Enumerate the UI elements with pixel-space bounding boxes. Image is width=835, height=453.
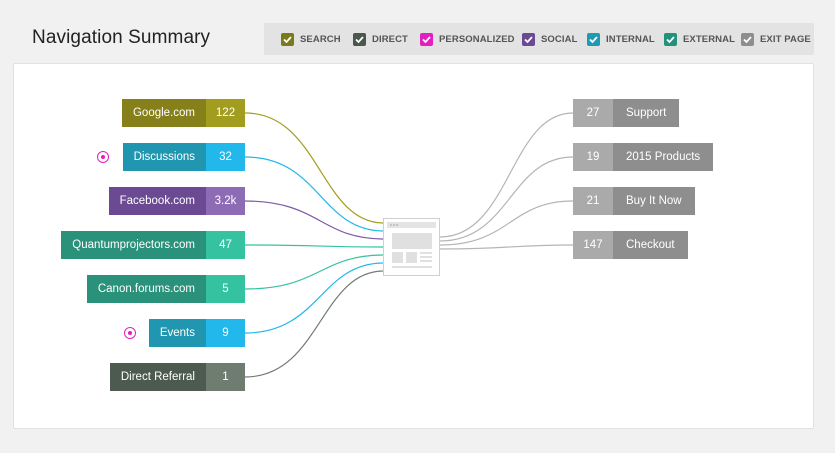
source-node-facebook[interactable]: Facebook.com 3.2k (108, 187, 245, 215)
exit-count: 19 (573, 143, 613, 171)
exit-node-buy-it-now[interactable]: 21 Buy It Now (573, 187, 695, 215)
source-label: Discussions (122, 143, 206, 171)
legend-item-personalized[interactable]: PERSONALIZED (420, 32, 515, 46)
checkbox-icon[interactable] (420, 32, 433, 46)
legend-item-internal[interactable]: INTERNAL (587, 32, 655, 46)
source-count: 1 (206, 363, 245, 391)
source-count: 9 (206, 319, 245, 347)
legend-item-exit-page[interactable]: EXIT PAGE (741, 32, 811, 46)
exit-label: Buy It Now (613, 187, 695, 215)
exit-flow-link (439, 156, 574, 242)
legend-label: INTERNAL (606, 33, 655, 45)
exit-node-2015-products[interactable]: 19 2015 Products (573, 143, 714, 171)
checkbox-icon[interactable] (353, 32, 366, 46)
personalized-target-icon (124, 327, 136, 339)
legend-label: SOCIAL (541, 33, 578, 45)
source-flow-link (244, 200, 385, 240)
legend-label: SEARCH (300, 33, 341, 45)
source-label: Canon.forums.com (86, 275, 206, 303)
source-label: Google.com (121, 99, 206, 127)
checkbox-icon[interactable] (741, 32, 754, 46)
checkbox-icon[interactable] (587, 32, 600, 46)
source-count: 5 (206, 275, 245, 303)
legend-label: DIRECT (372, 33, 408, 45)
exit-flow-link (439, 112, 574, 238)
source-node-canon-forums[interactable]: Canon.forums.com 5 (86, 275, 245, 303)
source-node-direct-referral[interactable]: Direct Referral 1 (109, 363, 245, 391)
exit-count: 147 (573, 231, 613, 259)
source-count: 3.2k (206, 187, 245, 215)
exit-count: 27 (573, 99, 613, 127)
exit-label: 2015 Products (613, 143, 714, 171)
source-node-events[interactable]: Events 9 (148, 319, 245, 347)
source-label: Events (148, 319, 206, 347)
legend-label: EXIT PAGE (760, 33, 811, 45)
legend-label: PERSONALIZED (439, 33, 515, 45)
source-node-discussions[interactable]: Discussions 32 (122, 143, 245, 171)
legend-item-external[interactable]: EXTERNAL (664, 32, 735, 46)
source-flow-link (244, 254, 385, 290)
legend-item-search[interactable]: SEARCH (281, 32, 341, 46)
source-count: 47 (206, 231, 245, 259)
source-count: 122 (206, 99, 245, 127)
source-label: Direct Referral (109, 363, 206, 391)
exit-label: Support (613, 99, 680, 127)
source-flow-link (244, 262, 385, 334)
source-label: Quantumprojectors.com (61, 231, 206, 259)
legend-item-social[interactable]: SOCIAL (522, 32, 578, 46)
checkbox-icon[interactable] (522, 32, 535, 46)
exit-flow-link (439, 244, 574, 250)
exit-count: 21 (573, 187, 613, 215)
source-flow-link (244, 270, 385, 378)
source-flow-link (244, 244, 385, 248)
source-count: 32 (206, 143, 245, 171)
personalized-target-icon (97, 151, 109, 163)
legend-label: EXTERNAL (683, 33, 735, 45)
checkbox-icon[interactable] (281, 32, 294, 46)
checkbox-icon[interactable] (664, 32, 677, 46)
exit-node-support[interactable]: 27 Support (573, 99, 680, 127)
source-node-quantumprojectors[interactable]: Quantumprojectors.com 47 (61, 231, 245, 259)
exit-label: Checkout (613, 231, 688, 259)
exit-flow-link (439, 200, 574, 246)
source-node-google[interactable]: Google.com 122 (121, 99, 245, 127)
page-title: Navigation Summary (32, 27, 211, 48)
legend-item-direct[interactable]: DIRECT (353, 32, 408, 46)
source-label: Facebook.com (108, 187, 206, 215)
source-flow-link (244, 112, 385, 224)
legend: SEARCH DIRECT PERSONALIZED SOCIAL INTERN… (264, 23, 814, 55)
exit-node-checkout[interactable]: 147 Checkout (573, 231, 688, 259)
source-flow-link (244, 156, 385, 232)
current-page-icon[interactable] (383, 218, 440, 276)
